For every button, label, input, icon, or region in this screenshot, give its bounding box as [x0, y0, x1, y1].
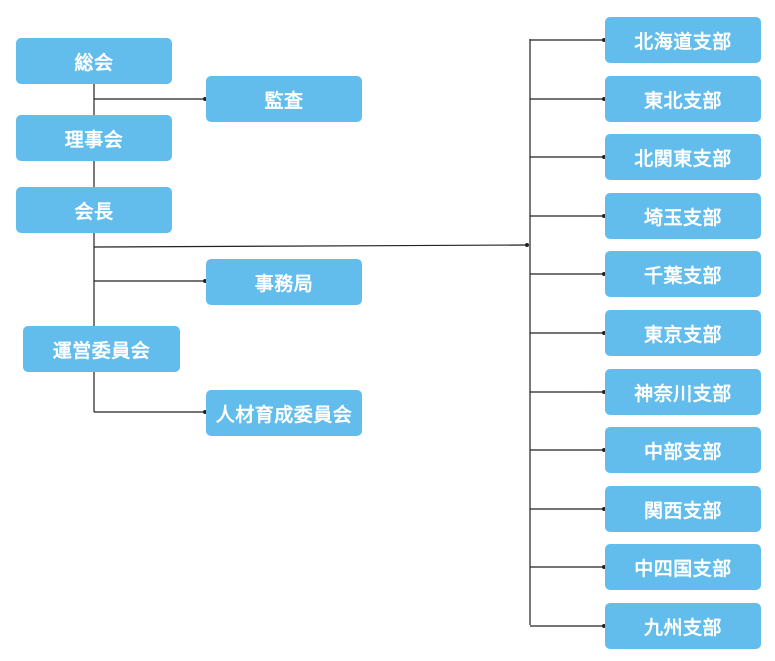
box-unei: 運営委員会 [23, 326, 180, 372]
box-kaichou: 会長 [16, 187, 172, 233]
branch-box: 埼玉支部 [605, 193, 761, 239]
branch-box: 北関東支部 [605, 134, 761, 180]
box-kansa: 監査 [206, 76, 362, 122]
branch-box: 千葉支部 [605, 251, 761, 297]
branch-box: 中四国支部 [605, 544, 761, 590]
branch-box: 東京支部 [605, 310, 761, 356]
branch-box: 東北支部 [605, 76, 761, 122]
box-soukai: 総会 [16, 38, 172, 84]
box-jinzai: 人材育成委員会 [206, 390, 362, 436]
box-rijikai: 理事会 [16, 115, 172, 161]
branch-box: 関西支部 [605, 486, 761, 532]
connector-branches [93, 244, 528, 248]
branch-box: 九州支部 [605, 603, 761, 649]
branch-connectors [530, 38, 606, 628]
branch-box: 中部支部 [605, 427, 761, 473]
branch-box: 北海道支部 [605, 17, 761, 63]
box-jimukyoku: 事務局 [206, 259, 362, 305]
branch-box: 神奈川支部 [605, 369, 761, 415]
